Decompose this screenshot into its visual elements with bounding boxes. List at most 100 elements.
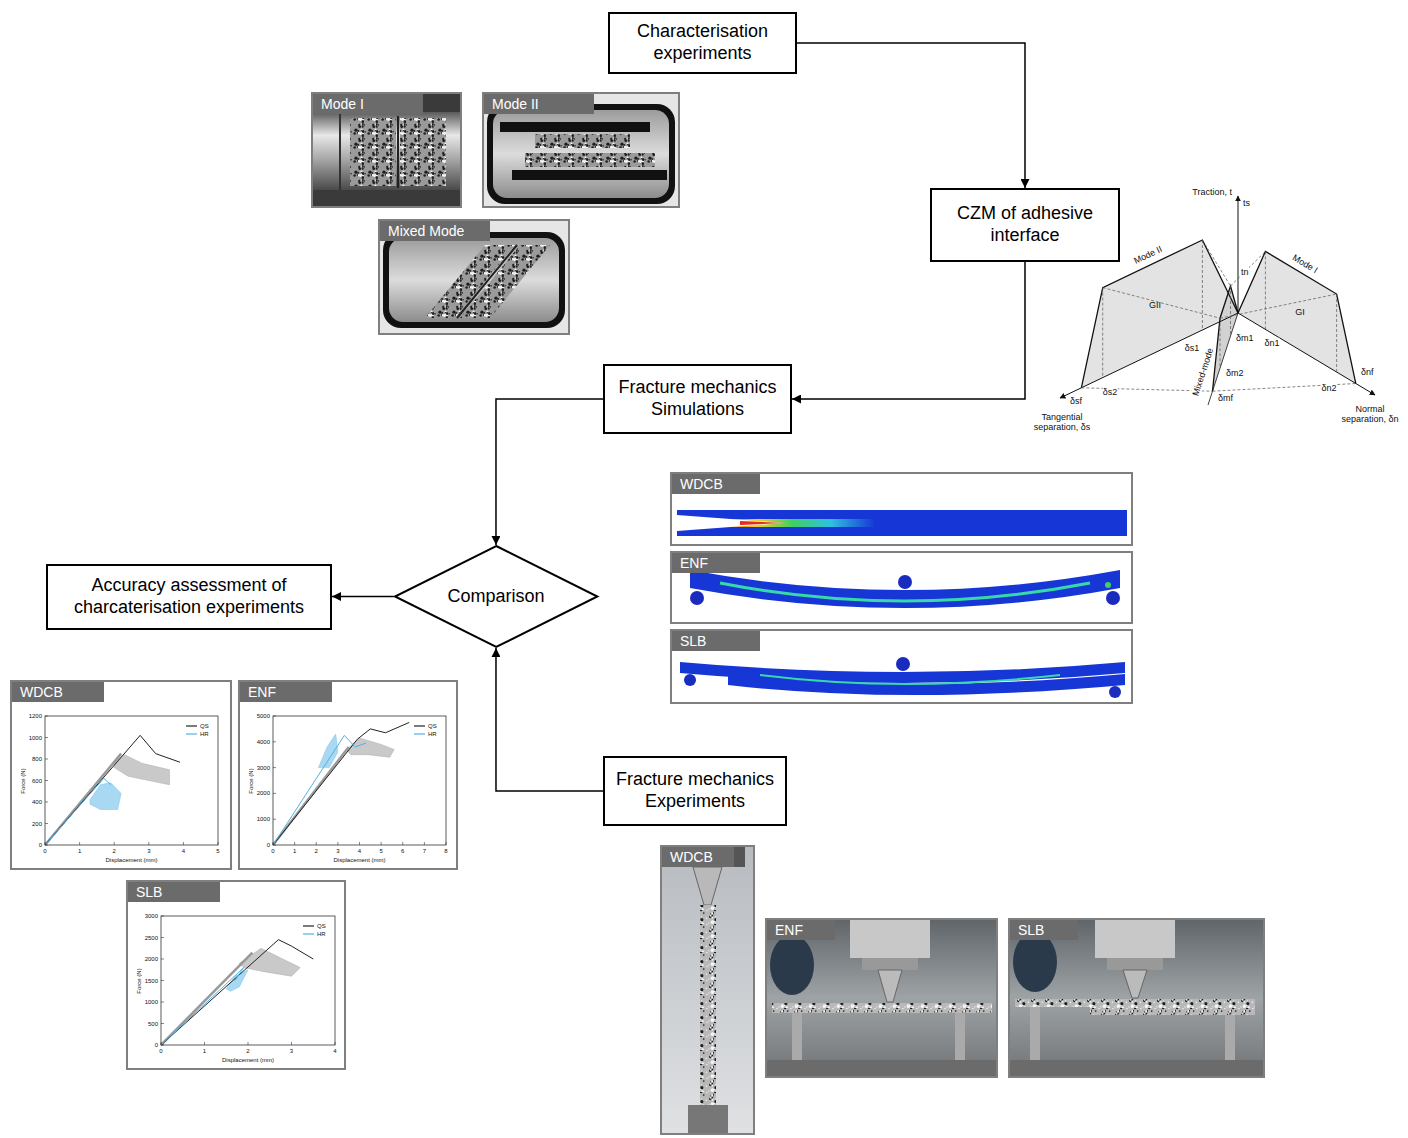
cylinder (313, 112, 460, 190)
line-chart (273, 716, 446, 845)
panel-tag: SLB (672, 631, 760, 651)
node-text: CZM of adhesive interface (942, 203, 1108, 246)
edge-groove (339, 112, 341, 190)
load-roller (898, 575, 912, 589)
dashed-guide (1220, 294, 1337, 318)
scatter-band (239, 948, 300, 976)
line-chart (161, 916, 335, 1045)
photo-panel: Mixed Mode (378, 219, 570, 335)
beam (728, 674, 1125, 695)
photo-ground (1008, 918, 1265, 1078)
data-line (273, 735, 366, 845)
enf-simulation (690, 570, 1120, 608)
machine-head (850, 918, 930, 958)
tick-mark (79, 842, 80, 845)
axis-title: Force (N) (136, 968, 143, 993)
process-box: CZM of adhesive interface (930, 188, 1120, 262)
panel-tag: ENF (672, 553, 760, 573)
flow-arrow (792, 262, 1025, 399)
tick-label: 0 (271, 848, 274, 855)
tick-mark (273, 819, 276, 820)
support (1030, 1007, 1040, 1062)
chart-panel: ENF (238, 680, 458, 870)
tick-mark (273, 716, 276, 717)
panel-tag: ENF (240, 682, 332, 702)
speckle-strip (525, 153, 655, 167)
tick-mark (424, 842, 425, 845)
base (767, 1060, 996, 1076)
tick-label: 2 (315, 848, 318, 855)
flow-arrow (332, 596, 394, 598)
legend-text: HR (200, 731, 209, 738)
tick-mark (218, 842, 219, 845)
tick-label: 0 (43, 848, 46, 855)
tick-label: 600 (32, 777, 42, 784)
photo-panel: Mode I (311, 92, 462, 208)
mode-two-photo (482, 92, 680, 208)
legend-text: HR (428, 731, 437, 738)
scatter-band (347, 738, 395, 757)
tick-label: 3 (336, 848, 339, 855)
camera (770, 935, 814, 995)
normal-axis (1238, 313, 1375, 395)
panel-tag: Mode I (313, 94, 423, 114)
support (955, 1013, 965, 1063)
tick-mark (291, 1042, 292, 1045)
speckle-strip (460, 245, 550, 318)
crack-opening (677, 515, 785, 531)
axis-title: Force (N) (248, 768, 255, 793)
support-roller (1109, 686, 1121, 698)
diagram-label: Mixed-mode (1190, 347, 1215, 397)
specimen (1090, 1007, 1255, 1015)
tick-mark (148, 842, 149, 845)
tick-mark (161, 980, 164, 981)
tick-mark (161, 1023, 164, 1024)
diagram-label: δm2 (1226, 368, 1244, 378)
photo-panel: SLB (1008, 918, 1265, 1078)
loading-nose (878, 970, 902, 1002)
tick-mark (114, 842, 115, 845)
plot-frame (161, 916, 335, 1045)
data-line (161, 953, 252, 1045)
dashed-guide (1220, 318, 1221, 368)
photo-ground (378, 219, 570, 335)
beam (690, 570, 1120, 608)
legend-line (186, 725, 197, 726)
tick-label: 4000 (257, 738, 270, 745)
tick-mark (273, 767, 276, 768)
panel-tag: WDCB (672, 474, 760, 494)
legend-line (414, 725, 425, 726)
legend-line (414, 733, 425, 734)
tick-label: 3 (147, 848, 150, 855)
tick-mark (45, 842, 46, 845)
diagram-label: tn (1241, 267, 1249, 277)
diagram-label: GI (1295, 307, 1305, 317)
photo-panel: ENF (765, 918, 998, 1078)
tick-mark (161, 1002, 164, 1003)
flow-arrow (496, 648, 603, 791)
axis-title: Displacement (mm) (333, 857, 385, 864)
diagram-label: Tangential separation, δs (1022, 412, 1102, 433)
beam (677, 510, 1127, 536)
collar (862, 958, 918, 970)
axis-title: Displacement (mm) (105, 857, 157, 864)
diagram-label: Normal separation, δn (1338, 404, 1402, 425)
node-text: Fracture mechanics Simulations (615, 377, 780, 420)
tick-label: 0 (159, 1048, 162, 1055)
diagram-label: δm1 (1236, 333, 1254, 343)
process-box: Accuracy assessment of charcaterisation … (46, 564, 332, 630)
support-roller (1106, 591, 1120, 605)
diagram-label: δnf (1361, 367, 1374, 377)
support-roller (690, 591, 704, 605)
chart-panel: SLB (126, 880, 346, 1070)
tick-mark (337, 842, 338, 845)
photo-ground (660, 845, 755, 1135)
process-box: Fracture mechanics Simulations (603, 364, 792, 434)
diagram-label: Traction, t (1192, 187, 1232, 197)
data-line (161, 940, 313, 1045)
bond-gap (397, 116, 399, 188)
slb-photo (1008, 918, 1265, 1078)
data-line (273, 722, 409, 845)
scatter-band (114, 755, 169, 785)
speckle-strip (535, 134, 630, 148)
